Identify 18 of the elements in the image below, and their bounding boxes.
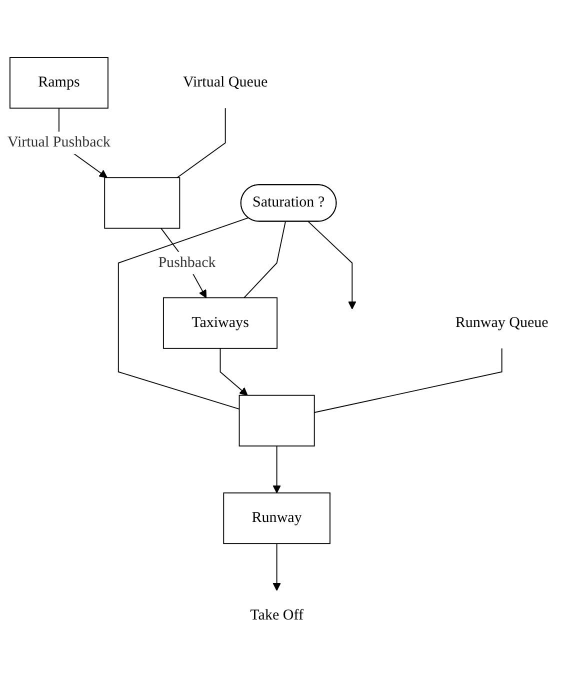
node-text: Runway Queue (455, 314, 548, 330)
edge-label: Virtual Pushback (8, 134, 110, 150)
arrow (308, 220, 356, 310)
node-box (238, 394, 315, 446)
arrow (272, 445, 281, 493)
connector (176, 107, 226, 178)
node-box: Runway (223, 492, 330, 544)
connector (118, 216, 249, 410)
edge-label: Pushback (158, 254, 216, 270)
connector (244, 220, 286, 298)
connector (314, 348, 502, 413)
arrow (272, 542, 281, 591)
arrow (220, 348, 248, 396)
node-text: Virtual Queue (183, 74, 268, 90)
node-text: Take Off (250, 607, 304, 623)
node-box (104, 176, 180, 228)
node-box: Ramps (10, 56, 108, 108)
node-box: Taxiways (162, 296, 278, 349)
